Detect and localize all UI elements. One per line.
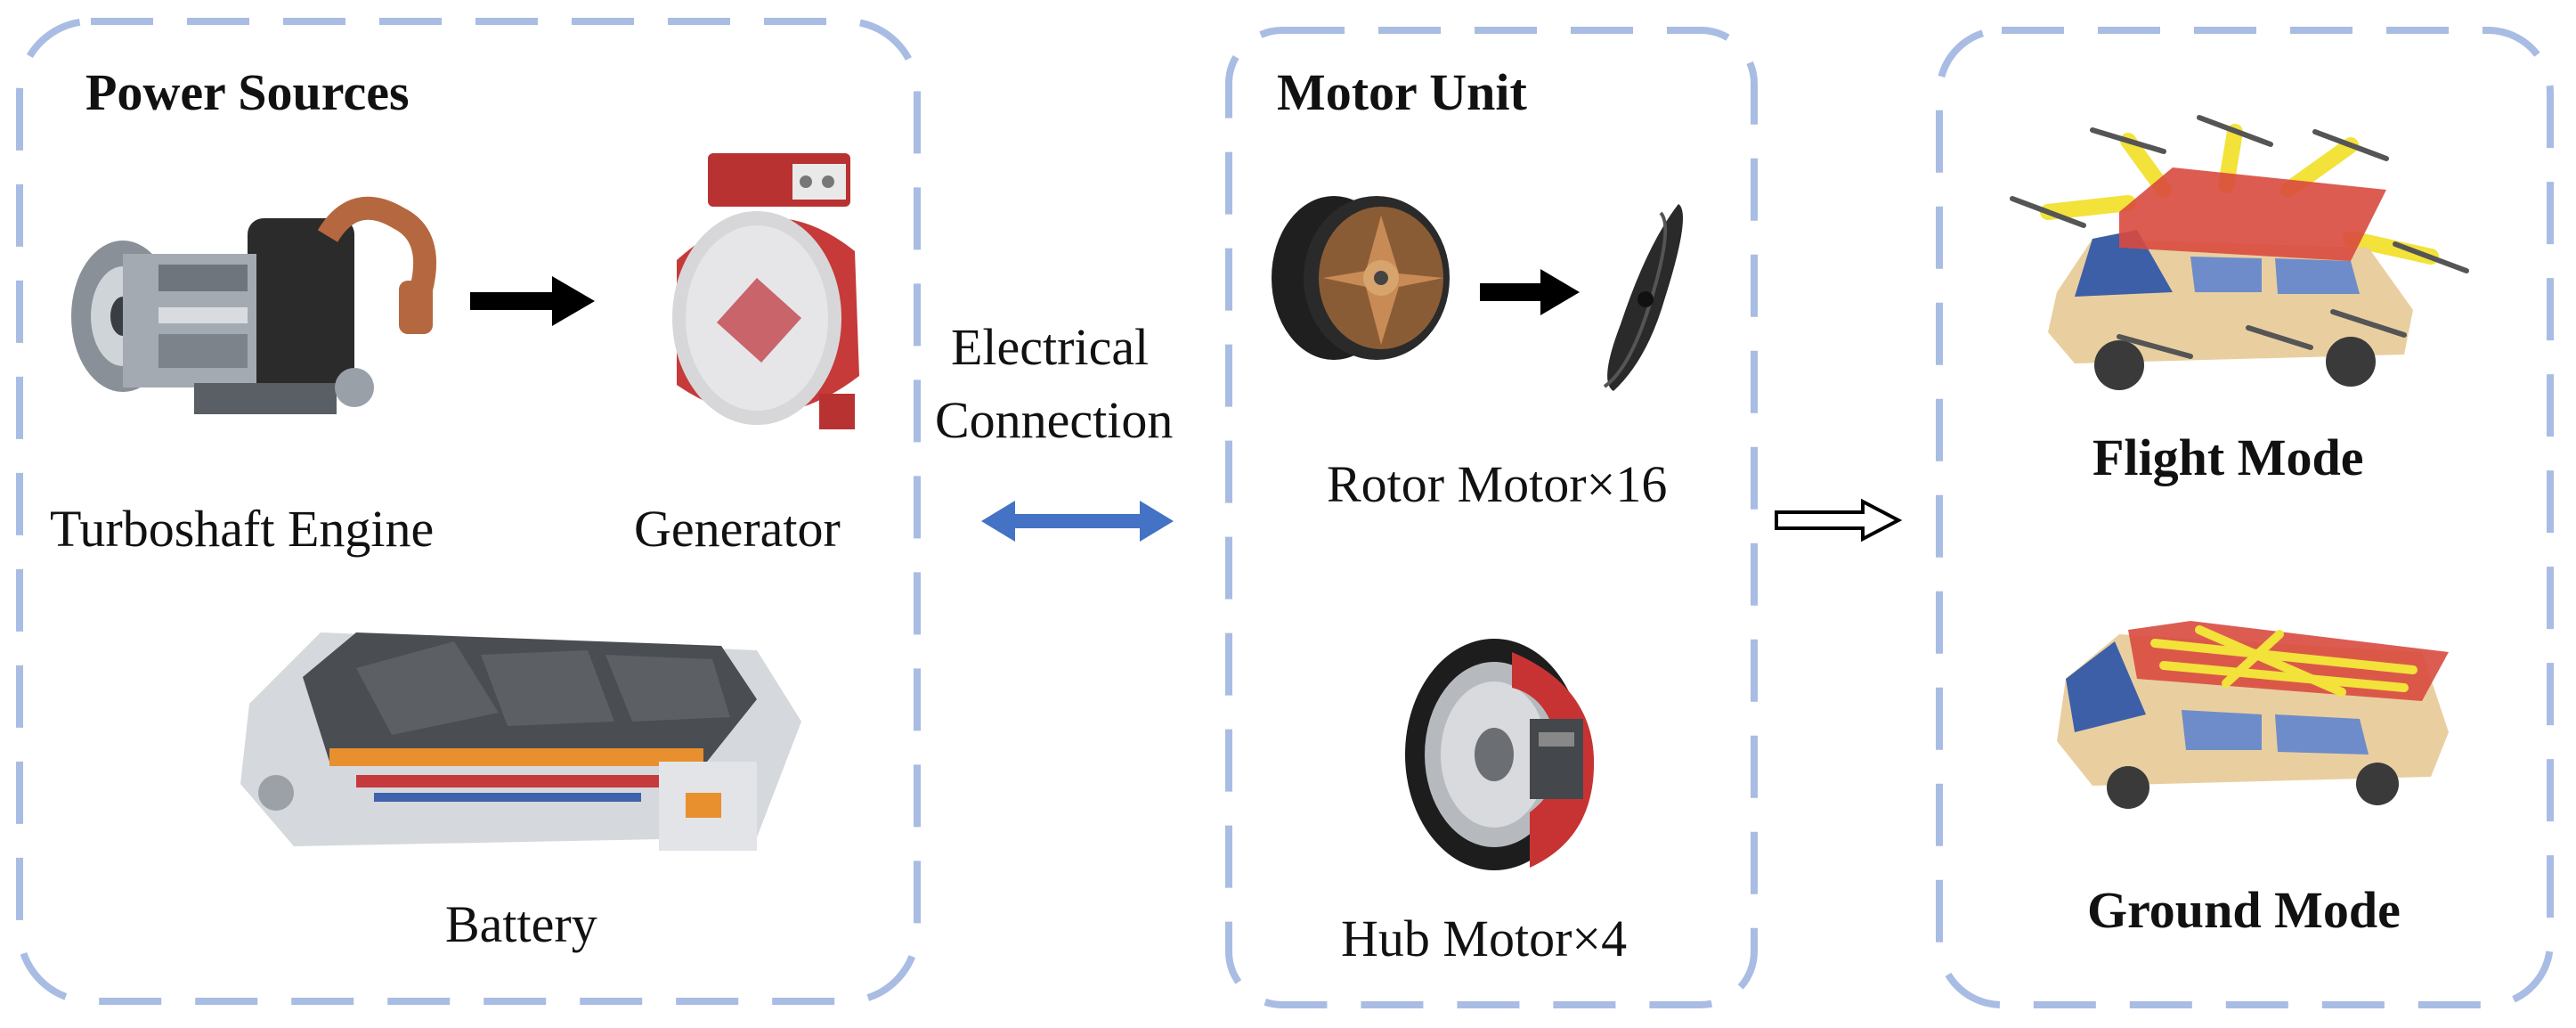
battery-label: Battery — [445, 895, 597, 953]
engine-to-generator-arrow — [470, 276, 595, 326]
hub-motor-label: Hub Motor×4 — [1341, 910, 1628, 967]
propeller-icon — [1603, 204, 1683, 391]
motor-unit-title: Motor Unit — [1277, 63, 1527, 121]
generator-label: Generator — [634, 500, 841, 558]
rotor-motor-label: Rotor Motor×16 — [1327, 455, 1668, 513]
hub-motor-icon — [1405, 639, 1595, 870]
flight-mode-label: Flight Mode — [2092, 428, 2364, 486]
power-sources-title: Power Sources — [85, 63, 410, 121]
electrical-connection-line2: Connection — [935, 391, 1174, 449]
motor-unit-border — [1225, 27, 1758, 1008]
power-sources-border — [16, 18, 921, 1005]
electrical-connection-double-arrow — [981, 501, 1174, 542]
turboshaft-engine-icon — [71, 196, 437, 414]
electrical-connection-line1: Electrical — [951, 318, 1150, 376]
flying-car-ground-icon — [2057, 621, 2449, 809]
ground-mode-label: Ground Mode — [2087, 881, 2401, 939]
turboshaft-engine-label: Turboshaft Engine — [50, 500, 435, 558]
flying-car-flight-icon — [2010, 115, 2469, 390]
motor-to-modes-arrow — [1775, 498, 1903, 543]
rotor-to-propeller-arrow — [1480, 269, 1580, 315]
battery-pack-icon — [240, 632, 801, 851]
generator-icon — [672, 153, 859, 429]
rotor-motor-icon — [1272, 196, 1450, 360]
modes-border — [1936, 27, 2554, 1008]
